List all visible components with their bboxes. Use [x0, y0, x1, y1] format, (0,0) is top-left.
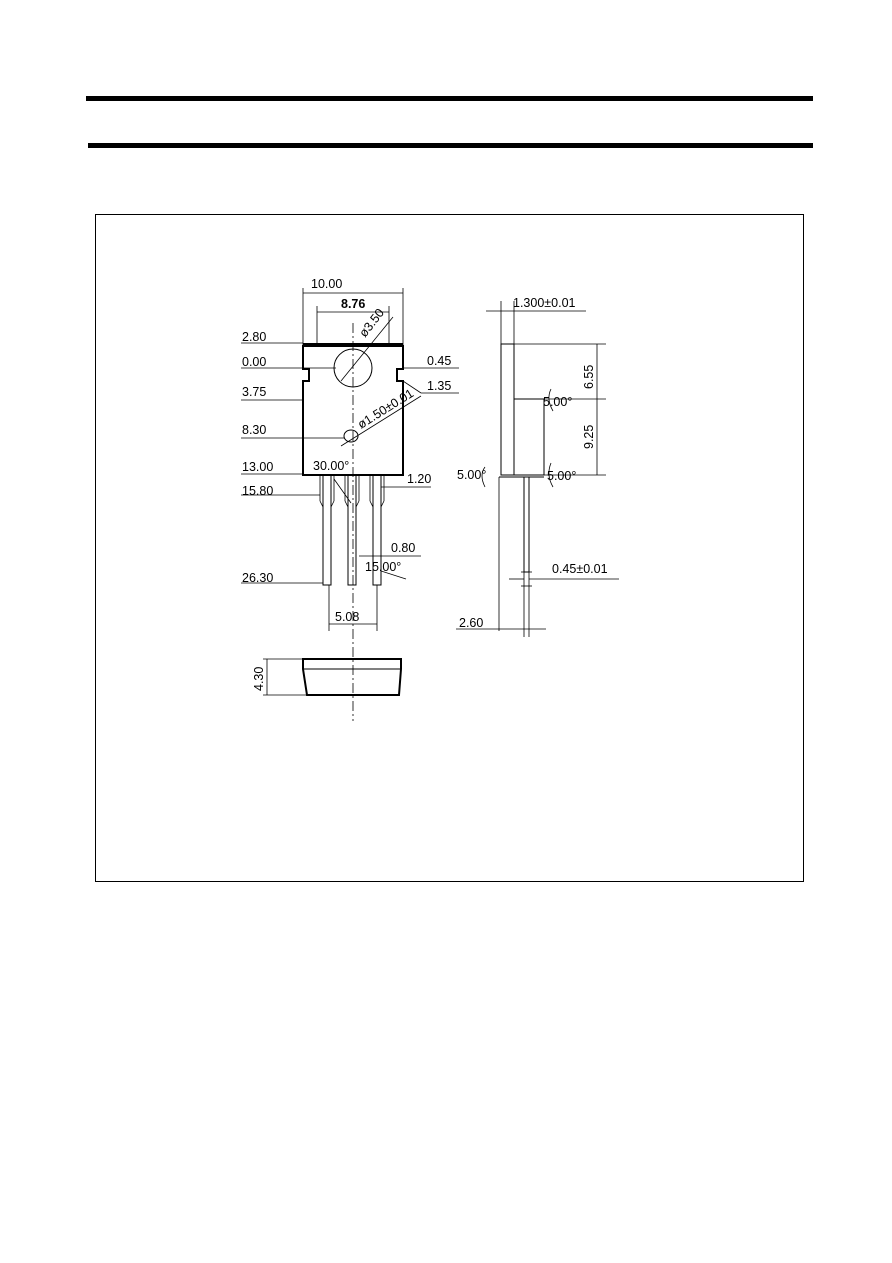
- dim-lead-thickness: 0.45±0.01: [552, 562, 608, 576]
- dim-y-1-35: 1.35: [427, 379, 451, 393]
- dim-y-15-80: 15.80: [242, 484, 273, 498]
- side-view: 1.300±0.01 6.55 5.00° 9.25 5.00° 5.00° 0…: [456, 296, 619, 637]
- front-view: 10.00 8.76 ø3.50 2.80 0.00 0.45 1.35 3.7…: [241, 277, 459, 721]
- dim-lead-0-80: 0.80: [391, 541, 415, 555]
- dim-tab-thickness: 1.300±0.01: [513, 296, 576, 310]
- dim-y-0-00: 0.00: [242, 355, 266, 369]
- dim-height-9-25: 9.25: [582, 425, 596, 449]
- dim-y-0-45: 0.45: [427, 354, 451, 368]
- dim-lead-1-20: 1.20: [407, 472, 431, 486]
- dim-width-total: 10.00: [311, 277, 342, 291]
- dim-y-2-80: 2.80: [242, 330, 266, 344]
- dim-y-26-30: 26.30: [242, 571, 273, 585]
- package-outline-drawing: 10.00 8.76 ø3.50 2.80 0.00 0.45 1.35 3.7…: [241, 277, 619, 721]
- dim-offset: 2.60: [459, 616, 483, 630]
- dim-hole-diameter: ø3.50: [356, 306, 387, 340]
- dim-pitch: 5.08: [335, 610, 359, 624]
- dim-thickness: 4.30: [252, 667, 266, 691]
- dim-angle-30: 30.00°: [313, 459, 349, 473]
- dim-angle-15: 15.00°: [365, 560, 401, 574]
- bottom-view: 4.30: [252, 658, 402, 696]
- header-rule-bottom: [88, 143, 813, 148]
- dim-angle-right: 5.00°: [547, 469, 576, 483]
- package-drawing-frame: 10.00 8.76 ø3.50 2.80 0.00 0.45 1.35 3.7…: [95, 214, 804, 882]
- dim-small-hole: ø1.50±0.01: [355, 386, 416, 431]
- dim-width-inner: 8.76: [341, 297, 365, 311]
- dim-height-6-55: 6.55: [582, 365, 596, 389]
- dim-y-8-30: 8.30: [242, 423, 266, 437]
- dim-y-13-00: 13.00: [242, 460, 273, 474]
- dim-y-3-75: 3.75: [242, 385, 266, 399]
- dim-angle-top: 5.00°: [543, 395, 572, 409]
- dim-angle-left: 5.00°: [457, 468, 486, 482]
- header-rule-top: [86, 96, 813, 101]
